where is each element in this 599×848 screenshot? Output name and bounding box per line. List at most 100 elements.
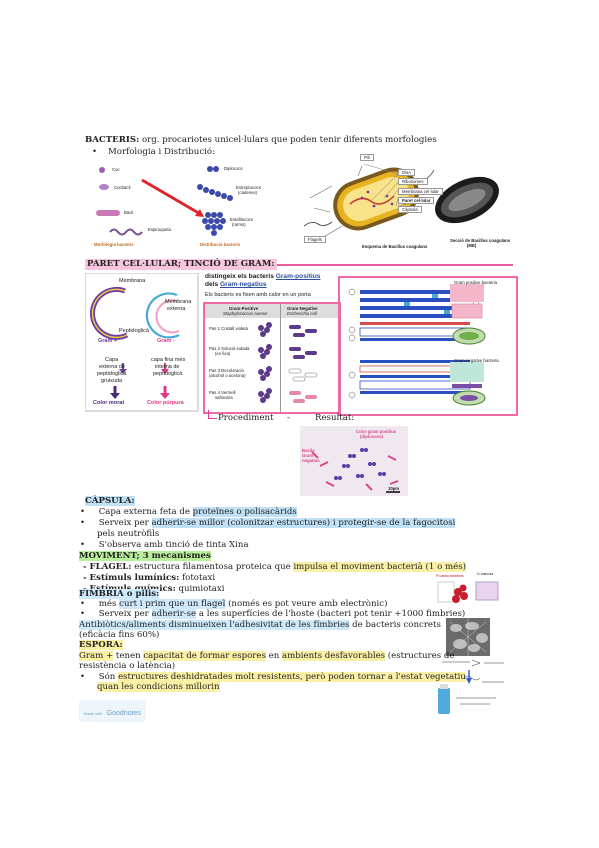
pos-desc-2: externa de [99,364,125,370]
pos-desc-1: Capa [105,357,119,363]
spore-sketch [438,659,504,714]
gram-title-neg: Gram-negatius [220,281,267,288]
goodnotes-badge[interactable]: Made with Goodnotes [79,700,146,722]
label-gram-pos: Gram + [98,338,118,344]
gram-title-1: distingeix els bacteris [205,273,276,280]
micrograph-caption-2: (ME) [467,243,477,248]
moviment-heading: MOVIMENT; 3 mecanismes [79,551,211,561]
moviment-l2: - Estímuls lumínics: fototaxi [83,573,215,584]
espora-l2: resistència o latència) [79,661,176,671]
label-membrana-top: Membrana [119,278,146,284]
label-membrana-externa-2: externa [167,306,186,312]
section-divider [85,264,513,266]
membrane-drawing [84,272,199,412]
micro-label-2: (diplococs) [360,434,383,439]
espora-b1-hl: estructures deshidratades molt resistent… [118,672,466,682]
fimbria-b1: • més curt i prim que un flagel (només e… [80,599,388,609]
micro-label-4: Gram [302,453,314,458]
label-estreptococs: Estreptococs [236,185,261,190]
label-bacil: Bacil [124,210,134,215]
gram-table: Gram-Positive Staphylococcus aureus Gram… [203,302,341,414]
label-ribosomes: Ribosomes [398,178,428,185]
moviment-luminics: - Estímuls lumínics: [83,573,180,583]
gram-title-pos: Gram-positius [275,273,321,280]
micrograph-drawing [311,448,400,493]
product-cranberry: Proantocianidines [436,574,470,606]
gram-title-2: dels [205,281,221,288]
espora-b1-pre: Són [98,672,119,682]
neg-desc-1: capa fina més [151,357,186,363]
fimbria-b1-rest: (només es pot veure amb electrònic) [225,599,388,609]
procediment-label: Procediment [218,413,274,423]
bacteris-line: BACTERIS: org. procariotes unicel·lulars… [85,135,437,146]
fimbria-l3-rest: de bacteris concrets [349,620,441,630]
capsula-heading-wrap: CÀPSULA: [85,496,135,507]
label-membrana-externa: Membrana [165,299,192,305]
cell-caption: Esquema de Bacillus coagulans [362,244,428,249]
goodnotes-brand: Goodnotes [106,710,141,717]
wall-frame [338,276,518,416]
fimbria-heading-wrap: FIMBRIA o pilis: [79,589,160,600]
cranberry-drawing [437,581,468,603]
fix-text: Els bacteris es fixen amb calor en un po… [205,292,311,298]
step-2b: (es fixa) [215,351,231,356]
bacteris-description: org. procariotes unicel·lulars que poden… [139,135,437,145]
moviment-l3-rest: quimiotaxi [175,584,225,594]
moviment-heading-wrap: MOVIMENT; 3 mecanismes [79,551,211,562]
product2-label: D-manosa [477,572,494,576]
gram-title: distingeix els bacteris Gram-positius de… [205,273,320,289]
espora-l1-rest: (estructures de [385,651,455,661]
step-4: Pas 4 Vermell [209,390,236,395]
micro-label-1: Coco gram positius [356,429,397,434]
micro-scale: 10µm [388,486,400,491]
pos-desc-3: peptidoglicà [97,371,127,377]
step-1: Pas 1 Cristall violeta [209,326,248,331]
capsula-b2-pre: Serveix per [98,518,152,528]
label-capsula: Càpsula [398,206,422,213]
label-pili: Pili [360,154,374,161]
table-head-neg: Gram-Negative [287,306,318,311]
fimbria-b2-hl: adherir-se [151,609,197,619]
morphology-drawing [96,166,233,236]
bullet-morfologia-text: Morfologia i Distribució: [108,147,215,157]
label-flagels: Flagels [304,236,326,243]
capsula-b2-cont: pels neutròfils [97,529,160,539]
neg-desc-3: peptidoglicà [153,371,183,377]
espora-l1: Gram + tenen capacitat de formar espores… [79,651,454,662]
label-cocbacil: Cocbacil [114,185,131,190]
wall-pos-label: Gram positive bacteria [454,280,497,285]
fimbria-l3-hl: Antibiòtics/aliments disminueixen l'adhe… [79,620,350,630]
espora-l1-mid: tenen [113,651,144,661]
label-color-morat: Color morat [93,400,125,406]
moviment-l2-rest: fototaxi [179,573,216,583]
paret-heading: PARET CEL·LULAR; TINCIÓ DE GRAM: [87,259,275,269]
product-dmanosa: D-manosa [473,572,503,604]
cell-drawing [303,163,499,239]
dmanosa-drawing [475,581,499,601]
moviment-flagel: - FLAGEL: [83,562,132,572]
espora-gram-pos: Gram + [79,651,114,661]
step-3b: (alcohol o acetona) [209,373,246,378]
espora-l1-mid2: en [265,651,283,661]
bacteris-heading: BACTERIS: [85,135,140,145]
fimbria-b2-pre: Serveix per [98,609,152,619]
pos-desc-4: gruixuda [101,378,123,384]
made-with-label: Made with [84,711,103,716]
label-estafilococs-2: (raïms) [232,222,246,227]
espora-b1: • Són estructures deshidratades molt res… [80,672,466,682]
espora-l1-hl3: ambients desfavorables [282,651,386,661]
resultat-label: Resultat: [315,413,355,423]
procediment-dash: - [287,413,290,423]
capsula-b1-hl: proteïnes o polisacàrids [192,507,297,517]
capsula-b3: • S'observa amb tinció de tinta Xina [80,540,249,550]
step-3: Pas 3 Decoloració [209,368,244,373]
capsula-b1-pre: Capa externa feta de [98,507,193,517]
capsula-b3-text: S'observa amb tinció de tinta Xina [98,540,249,550]
paret-heading-wrap: PARET CEL·LULAR; TINCIÓ DE GRAM: [85,259,277,270]
fimbria-micrograph [446,618,490,656]
moviment-l1-pre: estructura filamentosa proteica que [131,562,294,572]
micrograph-caption: Secció de Bacillus coagulans [450,238,511,243]
label-espiroqueta: Espiroqueta [148,227,171,232]
wall-neg-label: Gram negative bacteria [454,358,499,363]
fimbria-l3: Antibiòtics/aliments disminueixen l'adhe… [79,620,441,631]
